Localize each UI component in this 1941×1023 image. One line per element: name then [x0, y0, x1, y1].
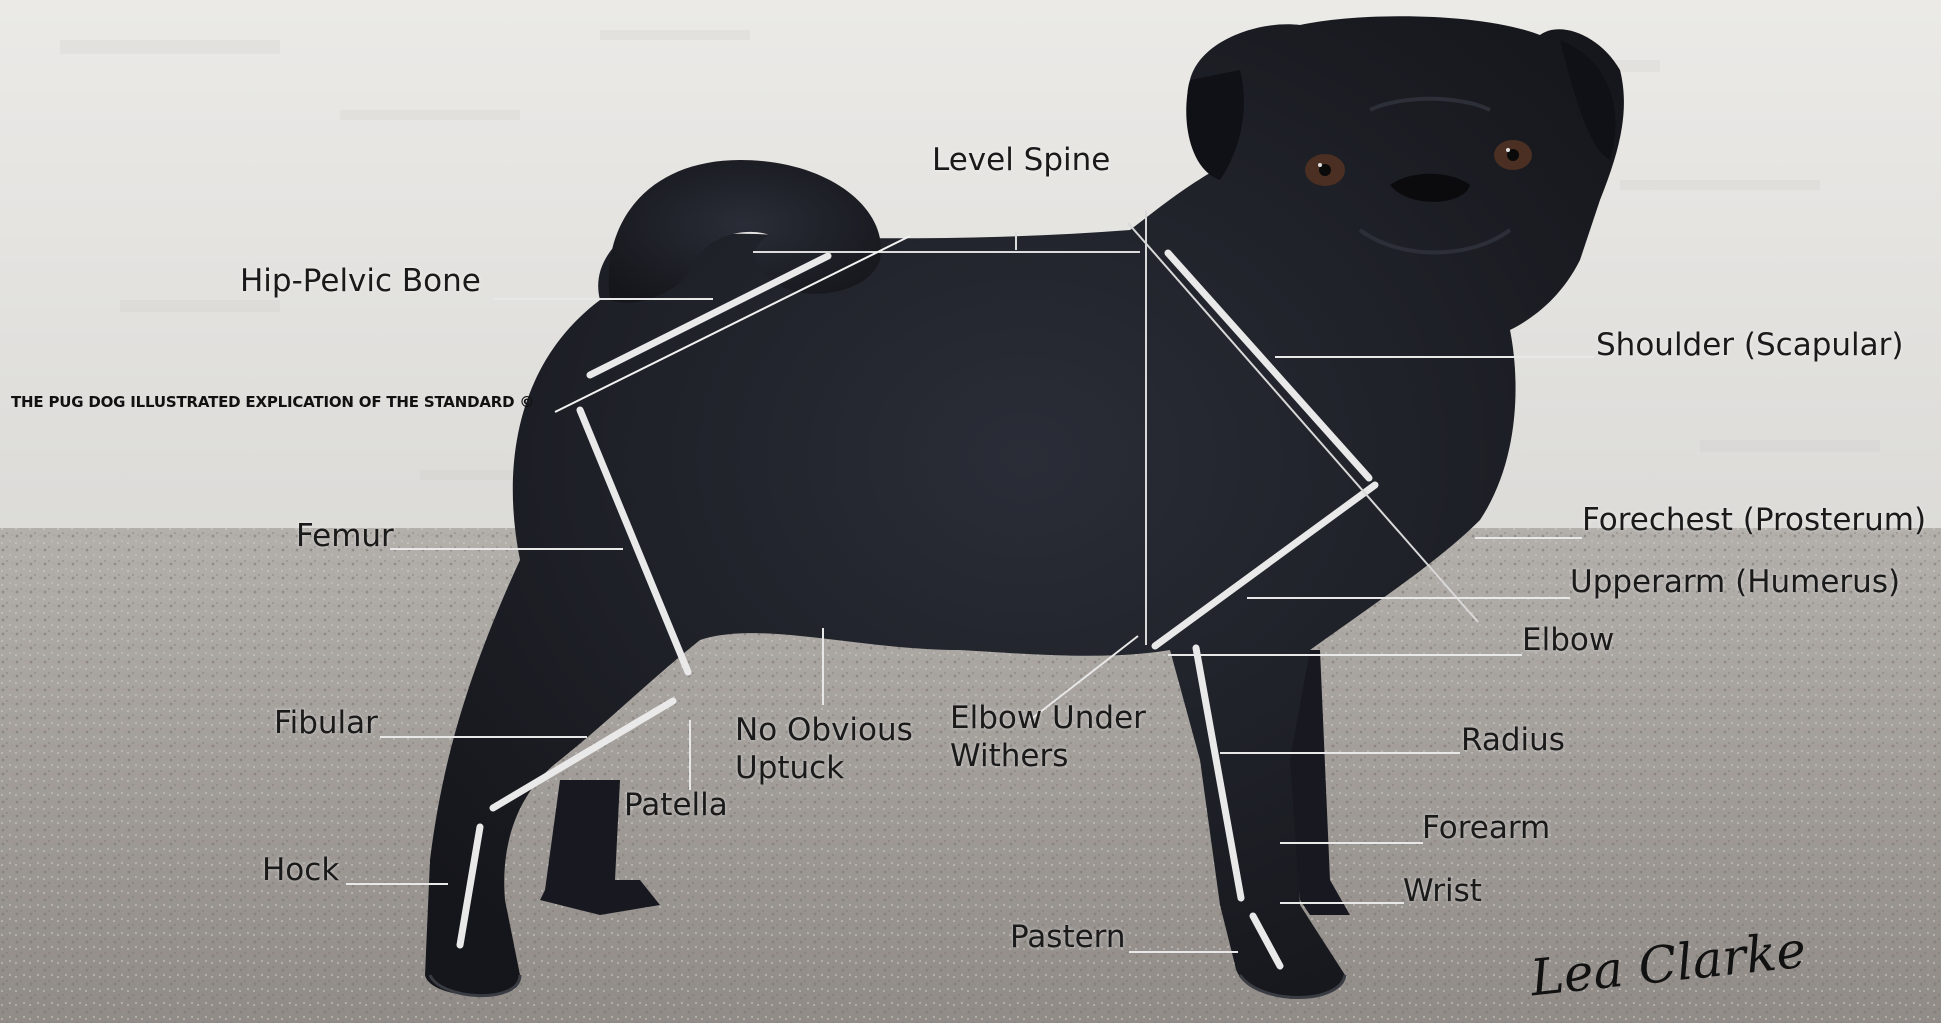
label-forearm: Forearm — [1422, 811, 1550, 846]
label-forechest: Forechest (Prosterum) — [1582, 503, 1926, 538]
label-radius: Radius — [1461, 723, 1565, 758]
label-elbow: Elbow — [1522, 623, 1614, 658]
label-fibular: Fibular — [274, 706, 378, 741]
label-level-spine: Level Spine — [932, 143, 1110, 178]
label-hip-pelvic-bone: Hip-Pelvic Bone — [240, 264, 481, 299]
label-wrist: Wrist — [1403, 874, 1482, 909]
label-shoulder: Shoulder (Scapular) — [1596, 328, 1904, 363]
label-pastern: Pastern — [1010, 920, 1126, 955]
label-hock: Hock — [262, 853, 339, 888]
label-elbow-under-withers: Elbow Under Withers — [950, 700, 1190, 776]
copyright-notice: THE PUG DOG ILLUSTRATED EXPLICATION OF T… — [11, 393, 534, 411]
label-femur: Femur — [296, 519, 394, 554]
label-no-obvious-uptuck: No Obvious Uptuck — [735, 712, 975, 788]
label-upperarm: Upperarm (Humerus) — [1570, 565, 1900, 600]
label-patella: Patella — [624, 788, 728, 823]
